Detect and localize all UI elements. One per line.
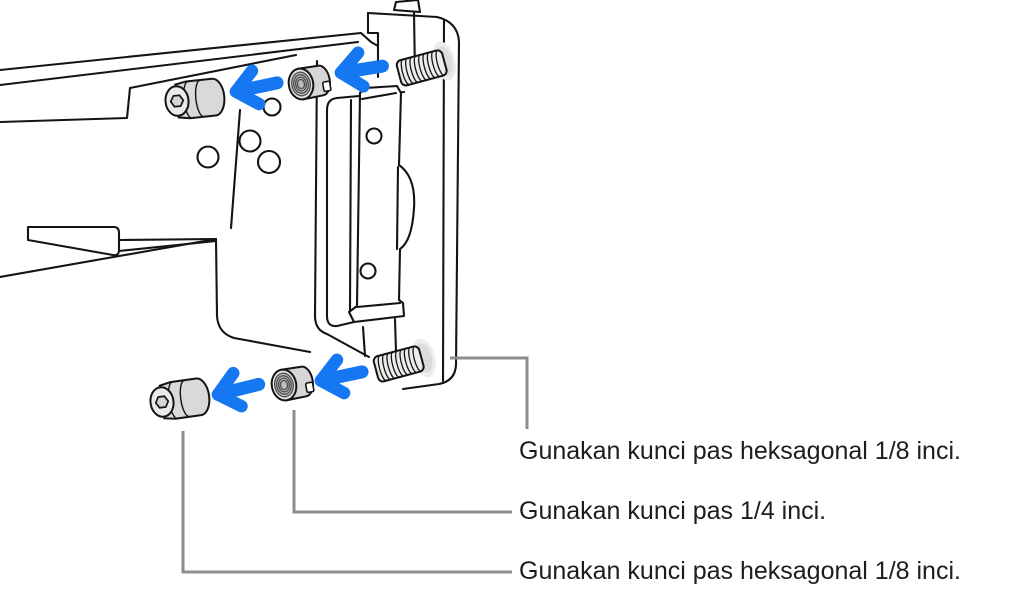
rail <box>0 31 380 359</box>
barrel-nut-top <box>285 62 334 103</box>
left-arrow-icon <box>317 355 365 397</box>
callout-line-nut <box>292 410 512 514</box>
bracket-right-edge <box>401 15 461 391</box>
left-arrow-icon <box>214 368 263 411</box>
mounting-bracket <box>366 0 461 391</box>
recess-outline <box>325 90 406 318</box>
rail-top-edge-inner <box>0 40 360 87</box>
bracket-left-notch <box>366 11 380 79</box>
bracket-fold-line <box>441 18 446 383</box>
latch-hole <box>359 262 377 280</box>
threaded-stud-bottom <box>371 344 426 384</box>
rail-slide-bar <box>26 225 121 257</box>
latch-bottom-fold <box>355 301 402 309</box>
callout-label-screw: Gunakan kunci pas heksagonal 1/8 inci. <box>519 557 961 585</box>
hex-socket-screw-top <box>162 76 228 122</box>
latch-body <box>347 84 416 324</box>
bracket-top-edge <box>366 11 439 19</box>
threaded-stud-top <box>394 48 449 88</box>
latch-slot-line <box>395 165 400 251</box>
hex-socket-screw-bottom <box>147 376 213 423</box>
rail-end-plate <box>313 59 371 359</box>
recess-bottom <box>325 314 356 328</box>
latch-leg <box>361 325 367 358</box>
callout-line-stud <box>450 356 529 429</box>
callout-label-stud: Gunakan kunci pas heksagonal 1/8 inci. <box>519 437 961 465</box>
barrel-nut-bottom <box>268 363 317 404</box>
callout-line-screw <box>181 431 512 574</box>
bracket-tab <box>392 0 422 14</box>
latch-hole <box>365 127 383 145</box>
rail-hole <box>238 129 262 153</box>
callout-label-nut: Gunakan kunci pas 1/4 inci. <box>519 497 827 525</box>
latch-leg <box>393 317 398 354</box>
rail-plate-edge <box>229 108 242 230</box>
rail-hole <box>256 149 282 175</box>
rail-bottom-edge <box>0 237 218 279</box>
bracket-latch <box>325 84 416 358</box>
rail-hole <box>196 145 220 169</box>
rail-fold <box>0 53 298 124</box>
recess-shadow-line <box>348 98 353 312</box>
rail-hole <box>262 97 282 117</box>
rail-lower-contour <box>214 237 312 354</box>
rail-top-edge <box>0 31 380 72</box>
latch-top-fold <box>360 91 398 101</box>
